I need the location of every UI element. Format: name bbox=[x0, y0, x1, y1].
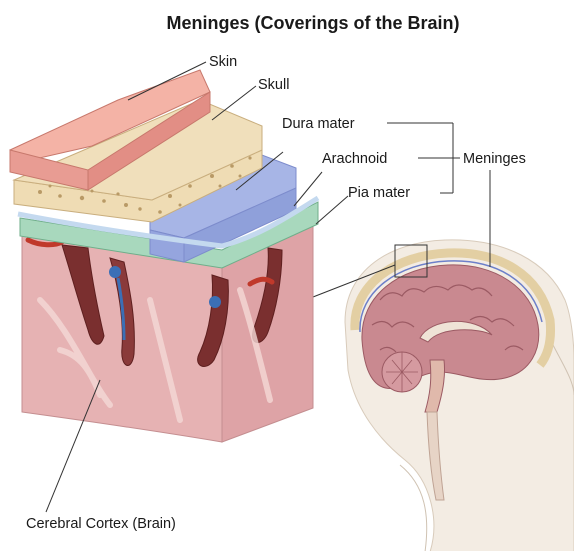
label-arachnoid: Arachnoid bbox=[322, 151, 387, 167]
label-skin: Skin bbox=[209, 54, 237, 70]
label-dura-mater: Dura mater bbox=[282, 116, 355, 132]
pia-leader bbox=[316, 196, 348, 224]
label-meninges: Meninges bbox=[463, 151, 526, 167]
meninges-bracket bbox=[387, 123, 460, 193]
vessel-blue-3 bbox=[209, 296, 221, 308]
label-cerebral-cortex: Cerebral Cortex (Brain) bbox=[26, 516, 176, 532]
layer-block bbox=[10, 70, 318, 442]
label-pia-mater: Pia mater bbox=[348, 185, 410, 201]
label-skull: Skull bbox=[258, 77, 289, 93]
vessel-blue-1 bbox=[109, 266, 121, 278]
diagram-title: Meninges (Coverings of the Brain) bbox=[166, 13, 459, 33]
